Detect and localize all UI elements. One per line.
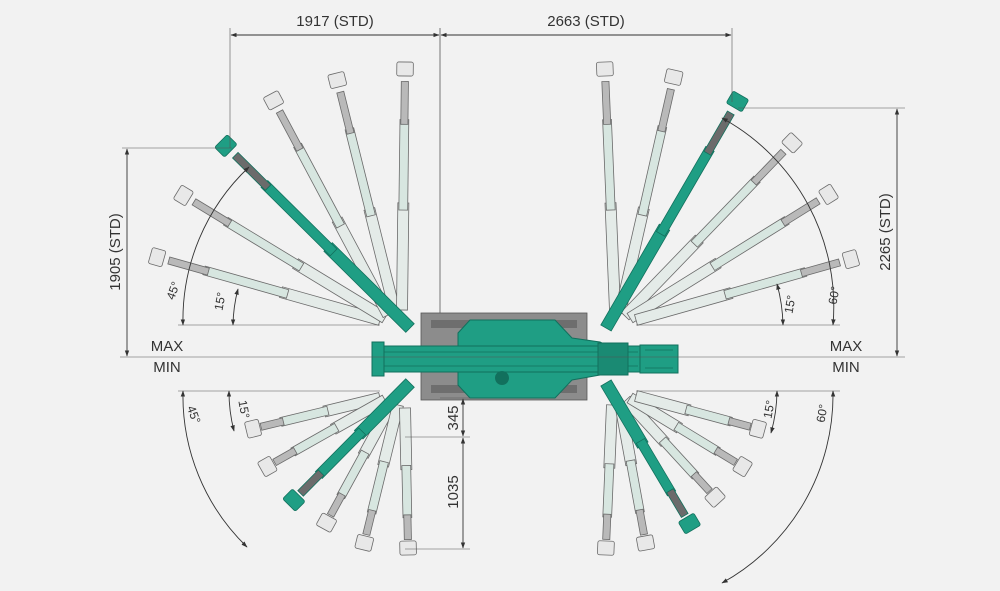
- angle-left-upper-outer: 45°: [164, 280, 183, 302]
- outrigger-ghost-lower-left-2: [257, 394, 389, 477]
- outrigger-highlighted-positions: [214, 91, 749, 534]
- angle-arcs: [180, 117, 836, 584]
- dimension-lines: [124, 32, 900, 549]
- crane-hook-block: [639, 344, 679, 374]
- angle-right-lower-inner: 15°: [761, 399, 778, 420]
- outrigger-green-lower-left: [282, 378, 415, 512]
- angle-left-upper-inner: 15°: [212, 291, 229, 312]
- label-min-right: MIN: [832, 359, 860, 376]
- outrigger-ghost-lower-left-4: [354, 403, 404, 552]
- crane-body: [371, 312, 679, 401]
- crane-boom: [377, 345, 641, 373]
- dim-right-vertical: 2265 (STD): [877, 193, 894, 271]
- outrigger-ghost-lower-right-3: [621, 395, 726, 508]
- outrigger-ghost-lower-left-5: [399, 407, 417, 556]
- label-min-left: MIN: [153, 359, 181, 376]
- angle-right-upper-inner: 15°: [782, 294, 799, 315]
- extension-lines: [120, 28, 905, 550]
- dim-top-right: 2663 (STD): [547, 13, 625, 30]
- angle-left-lower-outer: 45°: [184, 404, 203, 426]
- outrigger-ghost-positions: [148, 61, 860, 556]
- outrigger-green-lower-right: [600, 379, 701, 534]
- outrigger-green-upper-left: [214, 134, 415, 333]
- outrigger-ghost-upper-right-1: [596, 61, 621, 311]
- angle-left-lower-inner: 15°: [235, 399, 252, 420]
- angle-right-lower-outer: 60°: [814, 403, 831, 424]
- crane-slew-ring: [495, 371, 509, 385]
- dim-body-offset: 345: [445, 405, 462, 430]
- outrigger-ghost-upper-left-4: [327, 71, 401, 314]
- dim-left-vertical: 1905 (STD): [107, 213, 124, 291]
- angle-right-upper-outer: 60°: [826, 285, 843, 306]
- outrigger-ghost-upper-left-5: [396, 61, 414, 311]
- outrigger-ghost-upper-right-2: [614, 68, 684, 315]
- label-max-right: MAX: [830, 338, 863, 355]
- crane-rear-end: [371, 341, 385, 377]
- outrigger-ghost-lower-right-1: [597, 404, 618, 556]
- dim-lower-depth: 1035: [445, 475, 462, 508]
- label-max-left: MAX: [151, 338, 184, 355]
- outrigger-ghost-lower-left-1: [244, 392, 382, 439]
- dim-top-left: 1917 (STD): [296, 13, 374, 30]
- crane-cab: [597, 342, 629, 376]
